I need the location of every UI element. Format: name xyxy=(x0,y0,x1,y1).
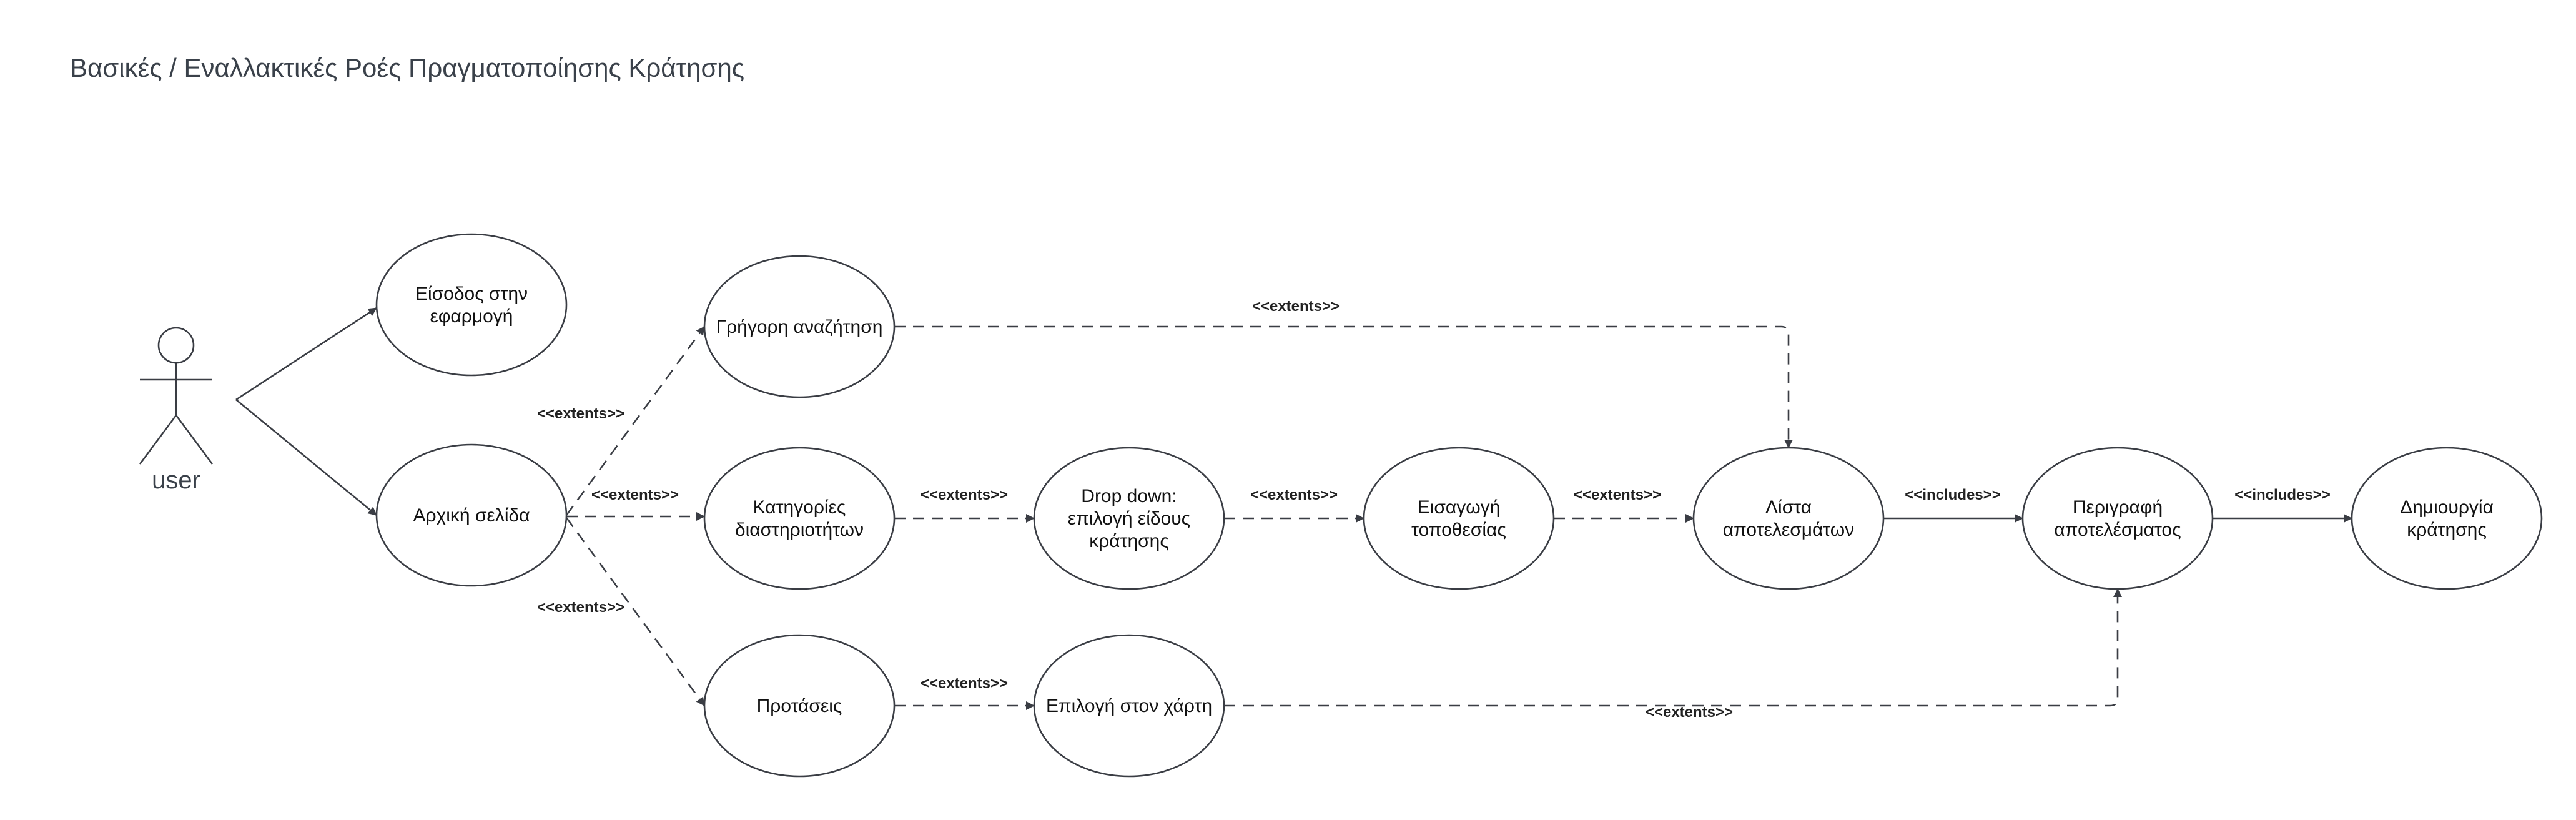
use-case-label: κράτησης xyxy=(2407,520,2487,540)
edge-label-desc-to-create: <<includes>> xyxy=(2234,487,2330,503)
use-case-ellipse xyxy=(2351,447,2543,590)
use-case-label: Γρήγορη αναζήτηση xyxy=(716,317,883,337)
edge-quick-to-list xyxy=(894,325,1793,448)
use-case-ellipse xyxy=(1033,447,1225,590)
use-case-label: Επιλογή στον χάρτη xyxy=(1046,696,1212,716)
edge-user-to-home xyxy=(235,398,377,516)
use-case-label: Είσοδος στην xyxy=(415,284,528,304)
edge-home-to-quick xyxy=(565,326,706,516)
edge-label-home-to-quick: <<extents>> xyxy=(537,405,624,422)
use-case-label: Λίστα xyxy=(1765,497,1812,518)
use-case-ellipse xyxy=(375,443,568,587)
use-case-ellipse xyxy=(703,447,896,590)
use-case-label: Εισαγωγή xyxy=(1418,497,1501,518)
actor-user: user xyxy=(139,327,214,494)
edge-label-home-to-sugg: <<extents>> xyxy=(537,599,624,616)
edge-map-to-desc xyxy=(1224,588,2122,707)
use-case-home: Αρχική σελίδα xyxy=(375,443,568,587)
use-case-ellipse xyxy=(375,233,568,377)
use-case-label: κράτησης xyxy=(1089,531,1169,551)
edge-label-quick-to-list: <<extents>> xyxy=(1252,298,1340,315)
diagram-title: Βασικές / Εναλλακτικές Ροές Πραγματοποίη… xyxy=(70,53,744,82)
edge-label-cats-to-dropdown: <<extents>> xyxy=(920,487,1008,503)
use-case-label: Περιγραφή xyxy=(2073,497,2163,518)
edge-home-to-sugg xyxy=(565,517,706,706)
edge-label-list-to-desc: <<includes>> xyxy=(1905,487,2000,503)
use-case-label: Κατηγορίες xyxy=(753,497,846,518)
actor-left-leg xyxy=(139,415,177,465)
edges-layer: <<extents>> <<extents>> <<extents>> <<exten… xyxy=(235,298,2352,721)
edge-label-loc-to-list: <<extents>> xyxy=(1574,487,1661,503)
edge-label-dropdown-to-loc: <<extents>> xyxy=(1250,487,1338,503)
edge-user-to-login xyxy=(235,307,377,401)
use-case-map: Επιλογή στον χάρτη xyxy=(1033,634,1225,778)
use-case-ellipse xyxy=(1692,447,1885,590)
use-case-label: επιλογή είδους xyxy=(1068,508,1190,529)
use-case-label: εφαρμογή xyxy=(430,306,513,327)
use-case-quick: Γρήγορη αναζήτηση xyxy=(703,255,896,398)
use-case-ellipse xyxy=(703,255,896,398)
use-case-label: Αρχική σελίδα xyxy=(413,505,530,526)
edge-label-sugg-to-map: <<extents>> xyxy=(920,675,1008,692)
use-case-sugg: Προτάσεις xyxy=(703,634,896,778)
use-case-ellipse xyxy=(1363,447,1555,590)
use-case-label: αποτελέσματος xyxy=(2054,520,2181,540)
use-case-label: Drop down: xyxy=(1081,486,1177,506)
actor-head xyxy=(157,327,195,364)
use-case-label: Προτάσεις xyxy=(757,696,842,716)
use-case-label: τοποθεσίας xyxy=(1411,520,1506,540)
use-case-ellipse xyxy=(1033,634,1225,778)
use-case-ellipse xyxy=(703,634,896,778)
use-case-label: Δημιουργία xyxy=(2400,497,2494,518)
use-case-label: διαστηριοτήτων xyxy=(735,520,864,540)
use-case-ellipse xyxy=(2021,447,2214,590)
actor-label: user xyxy=(152,467,200,494)
actor-right-leg xyxy=(175,415,214,465)
edge-label-home-to-cats: <<extents>> xyxy=(591,487,679,503)
edge-label-map-to-desc: <<extents>> xyxy=(1646,704,1733,721)
use-case-label: αποτελεσμάτων xyxy=(1723,520,1854,540)
